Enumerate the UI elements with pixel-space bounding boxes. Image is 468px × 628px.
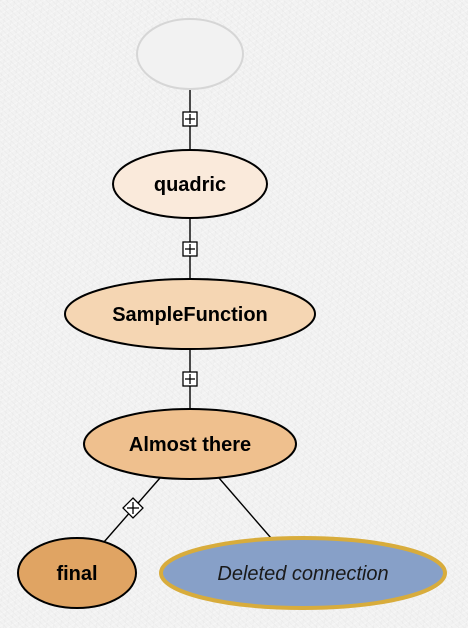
- node-samplefunction-label: SampleFunction: [112, 304, 268, 326]
- node-deleted-connection-shape: [159, 536, 447, 610]
- boxed-plus-icon: [182, 371, 198, 387]
- boxed-plus-icon: [182, 241, 198, 257]
- node-quadric[interactable]: quadric: [112, 149, 268, 219]
- node-final[interactable]: final: [17, 537, 137, 609]
- node-root-shape: [136, 18, 244, 90]
- node-deleted-connection-label: Deleted connection: [217, 563, 388, 585]
- node-almostthere-shape: [83, 408, 297, 480]
- node-deleted-connection[interactable]: Deleted connection: [159, 536, 447, 610]
- node-almostthere[interactable]: Almost there: [83, 408, 297, 480]
- edge-almostthere-deletedconnection: [218, 477, 272, 539]
- node-samplefunction[interactable]: SampleFunction: [64, 278, 316, 350]
- boxed-plus-icon: [182, 111, 198, 127]
- node-final-label: final: [56, 563, 97, 585]
- node-quadric-shape: [112, 149, 268, 219]
- node-almostthere-label: Almost there: [129, 434, 251, 456]
- node-samplefunction-shape: [64, 278, 316, 350]
- node-root[interactable]: [136, 18, 244, 90]
- edge-markers: [122, 111, 198, 519]
- node-final-shape: [17, 537, 137, 609]
- diamond-plus-icon: [122, 497, 144, 519]
- node-quadric-label: quadric: [154, 174, 226, 196]
